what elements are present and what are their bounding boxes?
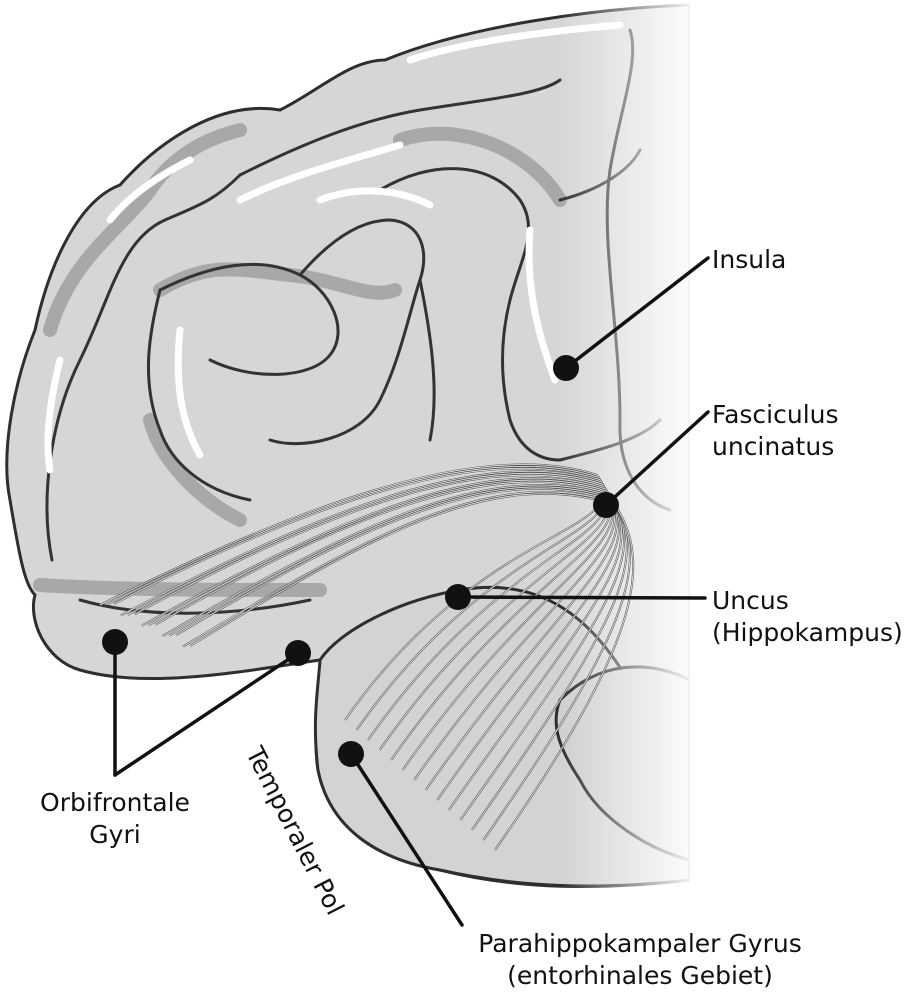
fiber-strand-highlight [148,479,618,791]
label-uncus-line2: (Hippokampus) [712,618,903,647]
label-uncus: Uncus (Hippokampus) [712,585,903,649]
leader-orbifrontale-b [113,651,300,777]
fiber-strand-highlight [106,466,606,731]
highlights [44,21,624,474]
label-uncus-line1: Uncus [712,586,789,615]
marker-insula [553,355,579,381]
label-orbifrontale-line1: Orbifrontale [40,788,190,817]
label-parahippo-line2: (entorhinales Gebiet) [507,961,773,990]
fiber-strand-highlight [113,467,608,741]
marker-uncus [445,584,471,610]
label-parahippo: Parahippokampaler Gyrus (entorhinales Ge… [450,928,830,992]
label-fasciculus-line1: Fasciculus [712,400,839,429]
fiber-strand-highlight [134,474,614,771]
fiber-strand-highlight [120,470,610,751]
leader-insula [564,256,710,370]
label-fasciculus: Fasciculus uncinatus [712,399,839,463]
label-fasciculus-line2: uncinatus [712,432,835,461]
right-fade [560,0,700,900]
right-blank [690,0,921,996]
label-orbifrontale: Orbifrontale Gyri [20,787,210,851]
fiber-strand-highlight [127,472,612,761]
fiber-strand-highlight [141,477,616,781]
leader-fasciculus [604,410,710,507]
label-orbifrontale-line2: Gyri [89,820,141,849]
marker-fasciculus [593,492,619,518]
leader-parahippo [349,752,464,927]
fiber-strand-highlight [99,464,604,721]
label-insula: Insula [712,245,787,274]
marker-parahippo [338,741,364,767]
marker-orbifrontale-a [102,629,128,655]
label-parahippo-line1: Parahippokampaler Gyrus [478,929,802,958]
marker-orbifrontale-b [285,640,311,666]
leader-uncus [456,595,707,600]
